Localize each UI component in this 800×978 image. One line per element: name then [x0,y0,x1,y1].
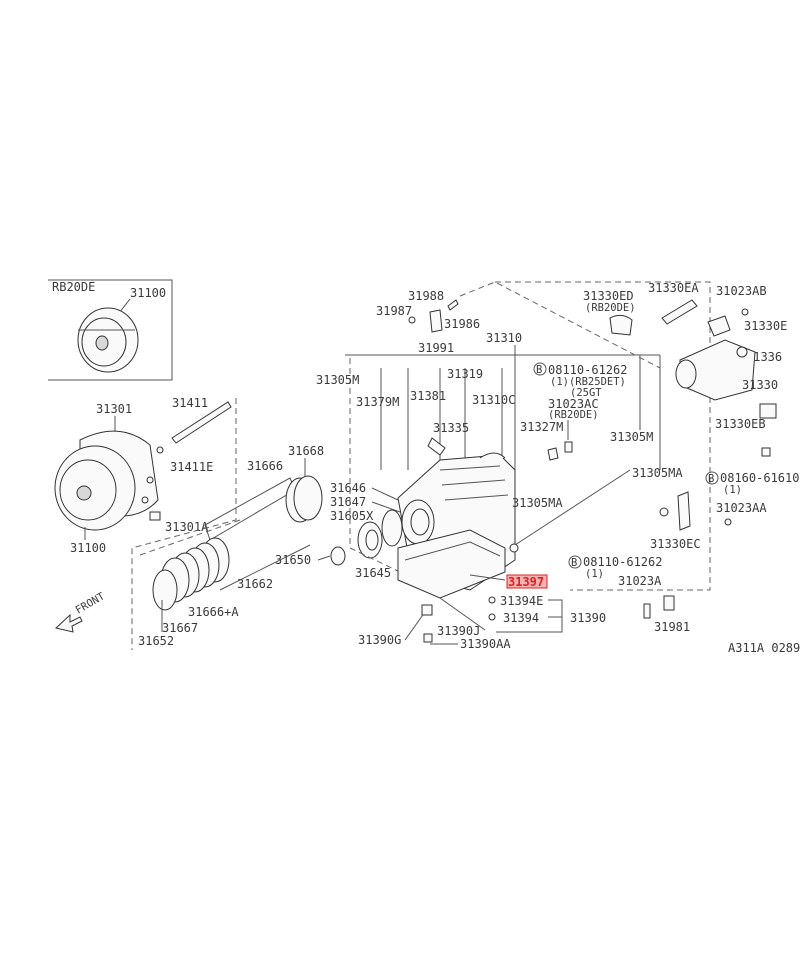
label-31397-highlighted[interactable]: 31397 [508,575,544,589]
label-31652[interactable]: 31652 [138,634,174,648]
bracket-31327M-icon [547,447,559,461]
label-31986[interactable]: 31986 [444,317,480,331]
label-31394E[interactable]: 31394E [500,594,543,608]
label-31330ED[interactable]: 31330ED [583,289,634,303]
label-31319[interactable]: 31319 [447,367,483,381]
converter-housing-icon [54,430,159,531]
extension-housing-icon [675,339,756,401]
lever-31986-icon [429,309,443,333]
label-31330EB[interactable]: 31330EB [715,417,766,431]
label-31100[interactable]: 31100 [70,541,106,555]
label-31390G[interactable]: 31390G [358,633,401,647]
label-31023AA[interactable]: 31023AA [716,501,767,515]
label-31330ED-note: (RB20DE) [585,302,636,314]
highlight-31397 [506,574,548,589]
label-31666[interactable]: 31666 [247,459,283,473]
label-31305MA-a[interactable]: 31305MA [632,466,683,480]
label-31394[interactable]: 31394 [503,611,539,625]
bolt-b3-qty: (1) [723,484,742,496]
inset-variant-label: RB20DE [52,280,95,294]
label-31987[interactable]: 31987 [376,304,412,318]
label-31305M-right[interactable]: 31305M [610,430,653,444]
circle-b1: B [536,364,542,376]
torque-converter-small-icon [77,307,139,373]
input-shaft-icon [171,401,232,444]
label-31662[interactable]: 31662 [237,577,273,591]
label-31991[interactable]: 31991 [418,341,454,355]
label-31301A[interactable]: 31301A [165,520,209,534]
bolt-b1-number[interactable]: 08110-61262 [548,363,627,377]
label-31379M[interactable]: 31379M [356,395,399,409]
rb20de-inset: RB20DE 31100 [48,279,173,381]
bolt-b2-qty: (1) [585,568,604,580]
label-31330E[interactable]: 31330E [744,319,787,333]
label-31605X[interactable]: 31605X [330,509,374,523]
label-31390J[interactable]: 31390J [437,624,480,638]
label-31330EC[interactable]: 31330EC [650,537,701,551]
bushing-31330ED-icon [609,314,633,336]
label-31646[interactable]: 31646 [330,481,366,495]
label-31023AC-note: (RB20DE) [548,409,599,421]
pump-seal-group: 31646 31647 31605X 31645 [330,481,403,580]
bolt-b3-number[interactable]: 08160-61610 [720,471,799,485]
label-31305M-left[interactable]: 31305M [316,373,359,387]
label-31023AB[interactable]: 31023AB [716,284,767,298]
label-31667[interactable]: 31667 [162,621,198,635]
label-31390[interactable]: 31390 [570,611,606,625]
label-31381[interactable]: 31381 [410,389,446,403]
label-31988[interactable]: 31988 [408,289,444,303]
circle-b3: B [708,473,714,485]
bolt-b1-note: (25GT [570,387,602,399]
seal-31650-icon [330,546,346,566]
label-31666A[interactable]: 31666+A [188,605,239,619]
label-31310[interactable]: 31310 [486,331,522,345]
label-31330[interactable]: 31330 [742,378,778,392]
bolt-31023A-icon [643,603,651,619]
label-31310C[interactable]: 31310C [472,393,515,407]
clip-31981-icon [663,595,675,611]
transmission-case-assembly: 31305M 31379M 31381 31319 31310 31310C 3… [316,331,661,599]
clutch-plates-icon [152,475,323,611]
label-31668[interactable]: 31668 [288,444,324,458]
bracket-31330EC-icon [677,491,691,531]
seal-ring-icon [381,509,403,547]
label-31650[interactable]: 31650 [275,553,311,567]
circle-b2: B [571,557,577,569]
label-31305MA-b[interactable]: 31305MA [512,496,563,510]
bracket-31330E-icon [707,315,731,337]
front-arrow-icon [54,613,83,633]
label-31330EA[interactable]: 31330EA [648,281,699,295]
mount-31330EB-icon [759,403,777,419]
torque-converter-assembly: 31301 31100 31411 31411E 31301A [54,396,232,555]
label-31645[interactable]: 31645 [355,566,391,580]
label-31981[interactable]: 31981 [654,620,690,634]
label-31390AA[interactable]: 31390AA [460,637,511,651]
oil-pan-parts-group: 31397 31394E 31394 31390 31390J 31390G 3… [358,574,606,651]
extension-housing-group: 31330ED (RB20DE) 31330EA 31023AB 31330E … [583,281,799,634]
label-31023AC[interactable]: 31023AC [548,397,599,411]
bolt-b1-qty: (1)(RB25DET) [550,376,626,388]
label-31411[interactable]: 31411 [172,396,208,410]
label-31411E[interactable]: 31411E [170,460,213,474]
bracket-31330EA-icon [661,299,698,325]
bolt-b2-number[interactable]: 08110-61262 [583,555,662,569]
label-31023A[interactable]: 31023A [618,574,662,588]
front-label: FRONT [74,590,108,617]
clutch-pack-group: 31666 31668 31662 31650 31666+A 31667 31… [138,444,346,648]
pin-31988-icon [447,299,459,311]
label-31327M[interactable]: 31327M [520,420,563,434]
bolt-b1-callout: B 08110-61262 (1)(RB25DET) (25GT 31023AC… [509,362,683,553]
label-31335[interactable]: 31335 [433,421,469,435]
bolt-b2-callout: B 08110-61262 (1) [568,555,662,580]
label-31647[interactable]: 31647 [330,495,366,509]
label-31100-inset[interactable]: 31100 [130,286,166,300]
catalog-code: A311A 0289 [728,641,800,655]
plug-31305MA-icon [509,543,519,553]
oil-pan-icon [397,529,506,599]
label-31301[interactable]: 31301 [96,402,132,416]
clip-31390G-icon [421,604,433,616]
selector-linkage-group: 31988 31987 31986 31991 [376,281,711,591]
